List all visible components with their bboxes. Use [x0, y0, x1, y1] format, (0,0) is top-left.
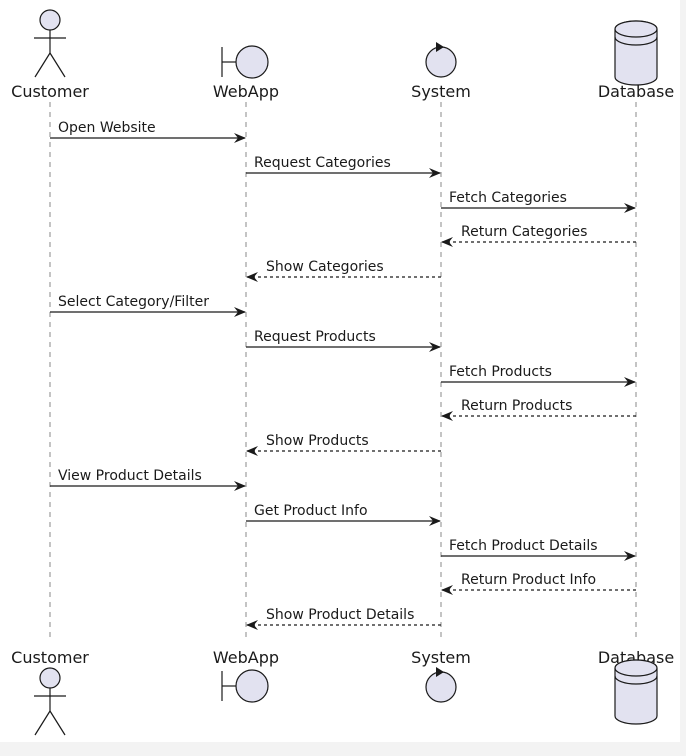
- message-3: Fetch Categories: [441, 190, 636, 213]
- message-4: Return Categories: [441, 224, 636, 247]
- message-label: Show Categories: [266, 259, 384, 275]
- participant-label-bottom-customer: Customer: [11, 648, 89, 667]
- message-9: Return Products: [441, 398, 636, 421]
- message-label: Return Products: [461, 398, 572, 414]
- message-7: Request Products: [246, 329, 441, 352]
- message-label: Request Products: [254, 329, 376, 345]
- message-2: Request Categories: [246, 155, 441, 178]
- system-bottom-control-icon: [425, 667, 457, 703]
- message-1: Open Website: [50, 120, 246, 143]
- customer-top-actor-icon: [34, 9, 66, 78]
- database-bottom-database-icon: [614, 659, 658, 725]
- system-top-control-icon: [425, 42, 457, 78]
- webapp-bottom-boundary-icon: [221, 669, 269, 703]
- participant-label-database: Database: [598, 82, 674, 101]
- message-8: Fetch Products: [441, 364, 636, 387]
- message-6: Select Category/Filter: [50, 294, 246, 317]
- participant-label-bottom-database: Database: [598, 648, 674, 667]
- message-label: Get Product Info: [254, 503, 368, 519]
- message-13: Fetch Product Details: [441, 538, 636, 561]
- message-5: Show Categories: [246, 259, 441, 282]
- participant-label-webapp: WebApp: [213, 82, 279, 101]
- participant-label-system: System: [411, 82, 471, 101]
- webapp-top-boundary-icon: [221, 45, 269, 79]
- message-label: Select Category/Filter: [58, 294, 209, 310]
- message-label: Return Categories: [461, 224, 587, 240]
- participant-label-bottom-system: System: [411, 648, 471, 667]
- participant-label-customer: Customer: [11, 82, 89, 101]
- message-label: Fetch Categories: [449, 190, 567, 206]
- participant-label-bottom-webapp: WebApp: [213, 648, 279, 667]
- message-label: Request Categories: [254, 155, 391, 171]
- message-label: View Product Details: [58, 468, 202, 484]
- message-label: Fetch Product Details: [449, 538, 598, 554]
- message-label: Return Product Info: [461, 572, 596, 588]
- message-label: Fetch Products: [449, 364, 552, 380]
- message-label: Open Website: [58, 120, 156, 136]
- customer-bottom-actor-icon: [34, 667, 66, 736]
- message-10: Show Products: [246, 433, 441, 456]
- message-14: Return Product Info: [441, 572, 636, 595]
- message-label: Show Products: [266, 433, 369, 449]
- message-15: Show Product Details: [246, 607, 441, 630]
- database-top-database-icon: [614, 20, 658, 86]
- message-12: Get Product Info: [246, 503, 441, 526]
- message-label: Show Product Details: [266, 607, 414, 623]
- message-11: View Product Details: [50, 468, 246, 491]
